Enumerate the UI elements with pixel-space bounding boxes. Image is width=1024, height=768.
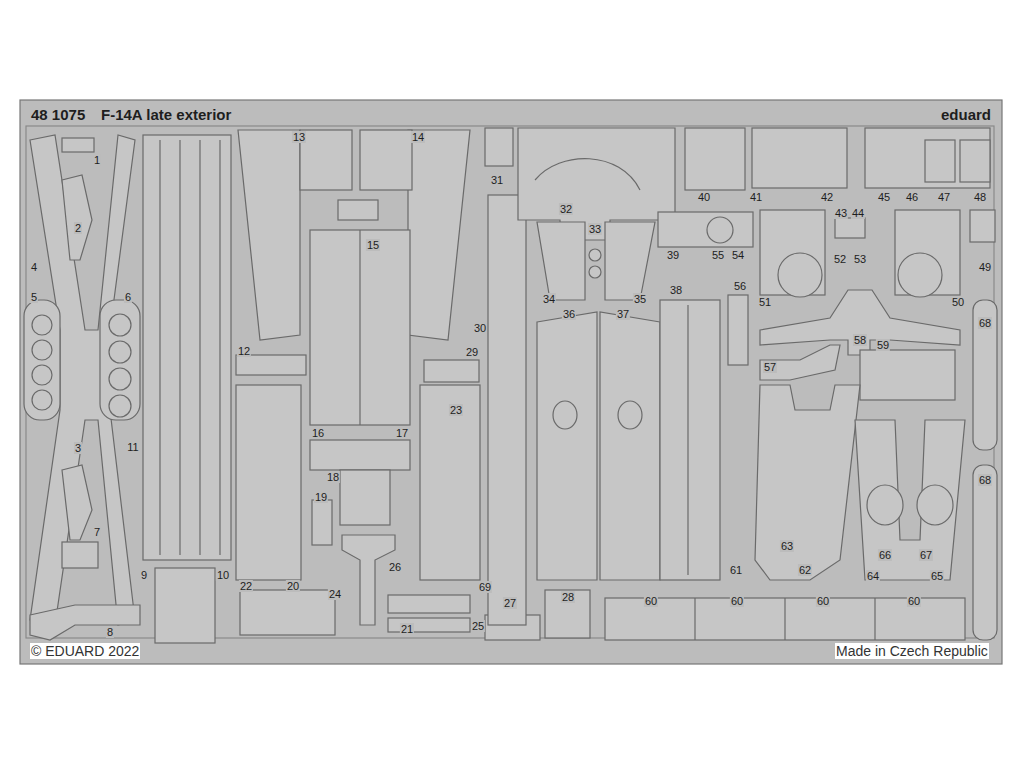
- callout-number: 41: [749, 191, 763, 203]
- callout-number: 1: [93, 154, 101, 166]
- callout-number: 56: [733, 280, 747, 292]
- callout-number: 2: [74, 222, 82, 234]
- callout-number: 50: [951, 296, 965, 308]
- callout-number: 63: [780, 540, 794, 552]
- callout-number: 60: [730, 595, 744, 607]
- callout-number: 5: [30, 291, 38, 303]
- callout-number: 28: [561, 591, 575, 603]
- callout-number: 39: [666, 249, 680, 261]
- callout-number: 22: [239, 580, 253, 592]
- callout-number: 68: [978, 317, 992, 329]
- footer-note: Made in Czech Republic: [835, 643, 989, 659]
- fret-title: F-14A late exterior: [100, 106, 232, 123]
- callout-number: 61: [729, 564, 743, 576]
- callout-number: 60: [907, 595, 921, 607]
- callout-number: 58: [853, 334, 867, 346]
- callout-number: 67: [919, 549, 933, 561]
- callout-number: 16: [311, 427, 325, 439]
- callout-number: 62: [798, 564, 812, 576]
- callout-number: 33: [588, 223, 602, 235]
- callout-number: 13: [292, 131, 306, 143]
- brand-text: 48 1075: [30, 106, 86, 123]
- callout-number: 65: [930, 570, 944, 582]
- callout-number: 43: [834, 207, 848, 219]
- callout-number: 17: [395, 427, 409, 439]
- callout-number: 3: [74, 442, 82, 454]
- callout-number: 55: [711, 249, 725, 261]
- callout-number: 25: [471, 620, 485, 632]
- callout-number: 24: [328, 588, 342, 600]
- callout-number: 12: [237, 345, 251, 357]
- callout-number: 40: [697, 191, 711, 203]
- callout-number: 51: [758, 296, 772, 308]
- callout-number: 44: [851, 207, 865, 219]
- callout-number: 36: [562, 308, 576, 320]
- callout-number: 23: [449, 404, 463, 416]
- callout-number: 6: [124, 291, 132, 303]
- callout-number: 35: [633, 293, 647, 305]
- callout-number: 26: [388, 561, 402, 573]
- callout-number: 46: [905, 191, 919, 203]
- callout-number: 64: [866, 570, 880, 582]
- callout-number: 18: [326, 471, 340, 483]
- callout-number: 48: [973, 191, 987, 203]
- callout-number: 20: [286, 580, 300, 592]
- callout-number: 9: [140, 569, 148, 581]
- callout-number: 42: [820, 191, 834, 203]
- callout-number: 30: [473, 322, 487, 334]
- callout-number: 60: [816, 595, 830, 607]
- callout-number: 52: [833, 253, 847, 265]
- callout-number: 45: [877, 191, 891, 203]
- callout-number: 31: [490, 174, 504, 186]
- callout-number: 47: [937, 191, 951, 203]
- callout-number: 38: [669, 284, 683, 296]
- callout-number: 37: [616, 308, 630, 320]
- callout-number: 53: [853, 253, 867, 265]
- footer-note: © EDUARD 2022: [30, 643, 140, 659]
- brand-text: eduard: [940, 106, 992, 123]
- callout-number: 54: [731, 249, 745, 261]
- callout-number: 49: [978, 261, 992, 273]
- callout-number: 68: [978, 474, 992, 486]
- callout-number: 8: [106, 626, 114, 638]
- callout-number: 21: [400, 623, 414, 635]
- callout-number: 69: [478, 581, 492, 593]
- callout-number: 15: [366, 239, 380, 251]
- callout-number: 27: [503, 597, 517, 609]
- callout-number: 19: [314, 491, 328, 503]
- callout-number: 11: [126, 441, 139, 453]
- callout-number: 4: [30, 261, 38, 273]
- callout-number: 7: [93, 526, 101, 538]
- callout-number: 29: [465, 346, 479, 358]
- callout-number: 34: [542, 293, 556, 305]
- callout-number: 60: [644, 595, 658, 607]
- callout-number: 57: [763, 361, 777, 373]
- callout-number: 10: [216, 569, 230, 581]
- callout-number: 14: [411, 131, 425, 143]
- callout-number: 59: [876, 339, 890, 351]
- callout-number: 66: [878, 549, 892, 561]
- callout-number: 32: [559, 203, 573, 215]
